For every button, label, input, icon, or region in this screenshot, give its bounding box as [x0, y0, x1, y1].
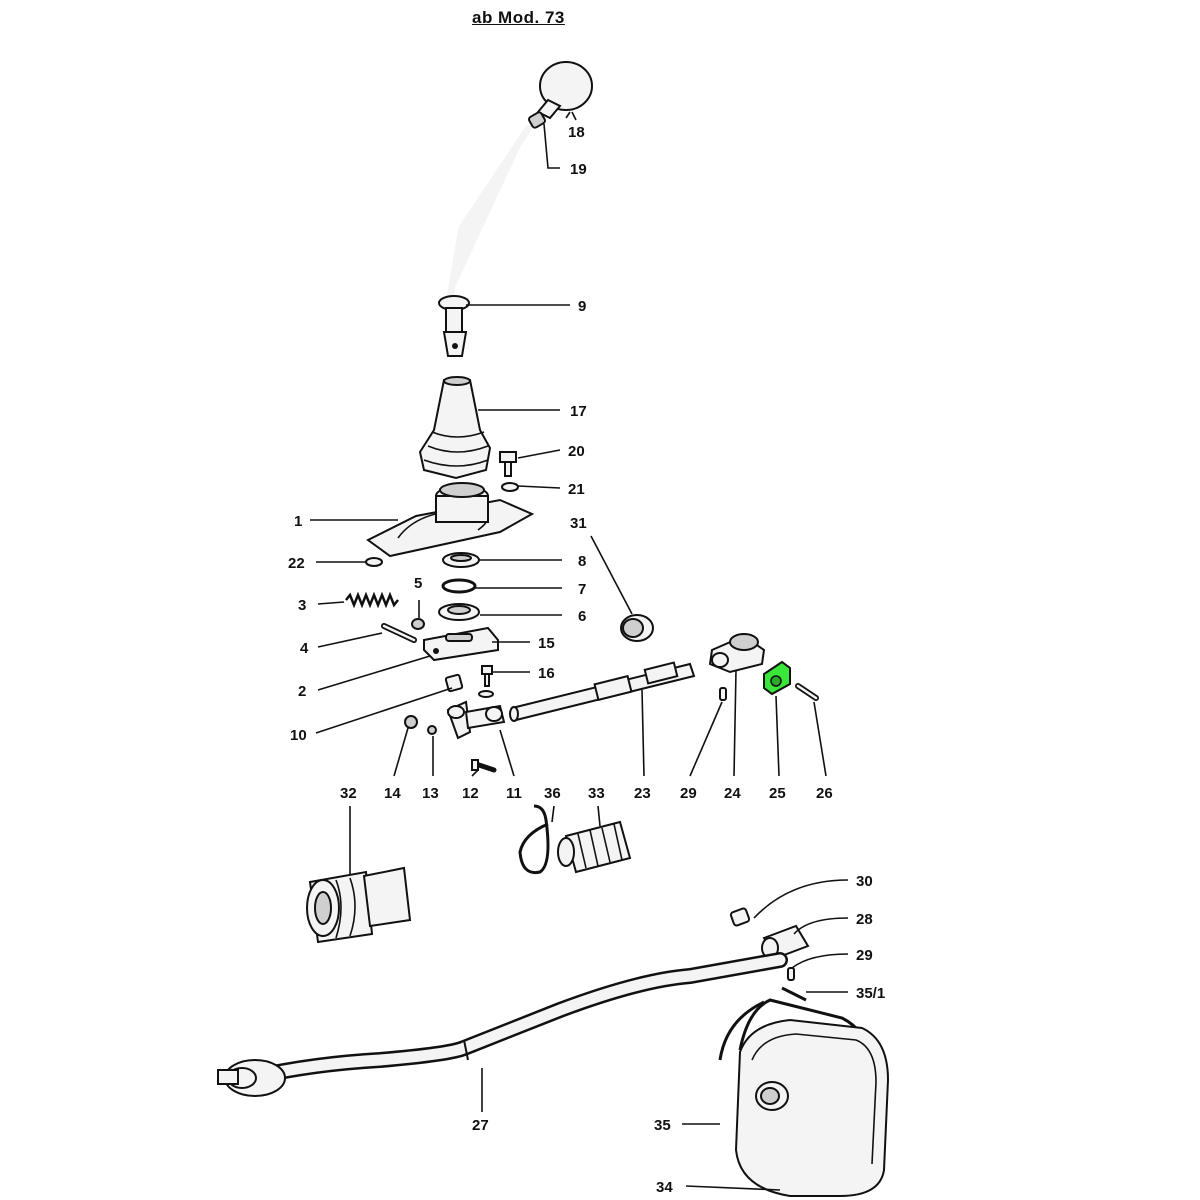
label-22: 22 — [288, 555, 305, 572]
label-13: 13 — [422, 785, 439, 802]
part-31-grommet — [620, 614, 654, 642]
label-9: 9 — [578, 298, 586, 315]
label-27: 27 — [472, 1117, 489, 1134]
label-12: 12 — [462, 785, 479, 802]
label-35: 35 — [654, 1117, 671, 1134]
part-5-ball — [411, 618, 425, 630]
label-8: 8 — [578, 553, 586, 570]
label-1: 1 — [294, 513, 302, 530]
part-24-joint — [708, 633, 766, 674]
label-30: 30 — [856, 873, 873, 890]
label-36: 36 — [544, 785, 561, 802]
part-32-boot — [306, 866, 412, 944]
part-17-rubber-boot — [418, 376, 492, 480]
part-labels: 18 19 9 17 20 21 1 31 22 8 5 7 3 6 15 4 … — [288, 124, 885, 1196]
part-25-bushing-highlighted — [763, 660, 791, 696]
part-35-1-cotter-pin — [781, 986, 807, 1002]
label-29-upper: 29 — [680, 785, 697, 802]
part-23-shift-rod — [509, 661, 696, 722]
part-3-spring — [345, 591, 399, 609]
label-29-lower: 29 — [856, 947, 873, 964]
diagram-title: ab Mod. 73 — [472, 8, 565, 27]
part-30-bushing — [729, 907, 751, 927]
part-18-shift-knob — [536, 61, 593, 120]
label-7: 7 — [578, 581, 586, 598]
part-16-washer — [478, 690, 494, 698]
label-20: 20 — [568, 443, 585, 460]
label-19: 19 — [570, 161, 587, 178]
label-4: 4 — [300, 640, 309, 657]
label-28: 28 — [856, 911, 873, 928]
part-20-bolt — [499, 451, 517, 477]
label-23: 23 — [634, 785, 651, 802]
label-10: 10 — [290, 727, 307, 744]
part-34-housing — [734, 1018, 890, 1197]
label-31: 31 — [570, 515, 587, 532]
part-6-seal-ring — [438, 603, 480, 621]
part-21-washer — [501, 482, 519, 492]
label-15: 15 — [538, 635, 555, 652]
part-13-ball — [427, 725, 437, 735]
part-2-guide-block — [423, 626, 499, 662]
label-17: 17 — [570, 403, 587, 420]
leader-lines — [310, 111, 849, 1191]
label-18: 18 — [568, 124, 585, 141]
label-35-1: 35/1 — [856, 985, 885, 1002]
part-9-shift-lever — [438, 124, 533, 357]
label-6: 6 — [578, 608, 586, 625]
label-24: 24 — [724, 785, 741, 802]
label-14: 14 — [384, 785, 401, 802]
label-21: 21 — [568, 481, 585, 498]
label-2: 2 — [298, 683, 306, 700]
label-16: 16 — [538, 665, 555, 682]
part-8-ring — [442, 552, 480, 568]
part-29-pin-lower — [787, 967, 795, 981]
label-34: 34 — [656, 1179, 673, 1196]
label-25: 25 — [769, 785, 786, 802]
label-33: 33 — [588, 785, 605, 802]
part-36-clip — [518, 804, 550, 875]
part-29-pin-upper — [719, 687, 727, 701]
part-11-shift-coupling — [446, 700, 506, 740]
part-7-spring-ring — [441, 578, 477, 594]
part-10-bushing — [444, 673, 464, 693]
part-14-nut — [404, 715, 418, 729]
part-19-lock-nut — [528, 111, 546, 129]
label-26: 26 — [816, 785, 833, 802]
part-12-screw — [471, 759, 497, 773]
label-11: 11 — [506, 785, 522, 802]
part-15-screw — [481, 665, 493, 687]
label-3: 3 — [298, 597, 306, 614]
part-1-housing-plate — [366, 482, 535, 558]
label-5: 5 — [414, 575, 422, 592]
label-32: 32 — [340, 785, 357, 802]
part-22-washer — [365, 557, 383, 567]
part-28-joint — [761, 924, 810, 960]
part-26-pin — [795, 683, 819, 701]
part-4-pin — [381, 623, 417, 643]
part-33-bellows — [557, 820, 632, 874]
part-27-connecting-rod — [217, 952, 788, 1097]
